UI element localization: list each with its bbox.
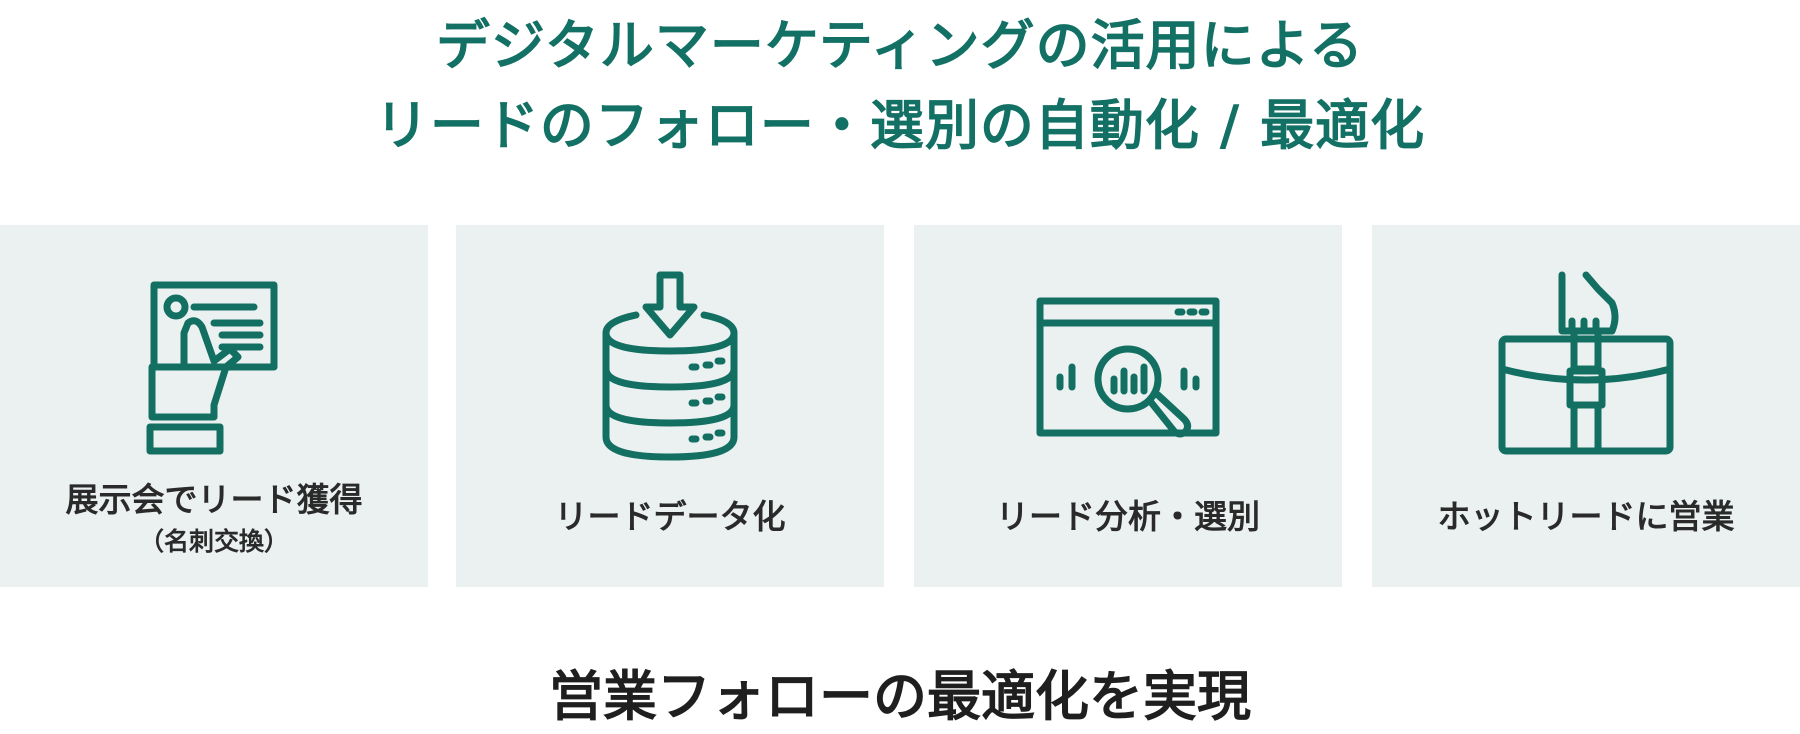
conclusion-text: 営業フォローの最適化を実現 xyxy=(549,665,1251,728)
headline-line-1: デジタルマーケティングの活用による xyxy=(436,14,1364,77)
step-card-lead-data: リードデータ化 xyxy=(456,225,884,587)
step-label: ホットリードに営業 xyxy=(1437,497,1735,536)
analytics-magnifier-icon xyxy=(1028,267,1228,467)
step-sublabel: （名刺交換） xyxy=(138,527,289,556)
step-card-lead-analysis: リード分析・選別 xyxy=(914,225,1342,587)
headline-line-2: リードのフォロー・選別の自動化 / 最適化 xyxy=(374,94,1426,157)
step-card-lead-acquisition: 展示会でリード獲得 （名刺交換） xyxy=(0,225,428,587)
step-label: リードデータ化 xyxy=(554,497,786,536)
database-download-icon xyxy=(570,267,770,467)
process-steps: 展示会でリード獲得 （名刺交換） リードデータ化 xyxy=(0,225,1800,587)
step-card-hot-lead-sales: ホットリードに営業 xyxy=(1372,225,1800,587)
hand-business-card-icon xyxy=(114,267,314,467)
briefcase-hand-icon xyxy=(1486,267,1686,467)
step-label: リード分析・選別 xyxy=(996,497,1260,536)
step-label: 展示会でリード獲得 xyxy=(65,480,363,519)
headline: デジタルマーケティングの活用による リードのフォロー・選別の自動化 / 最適化 xyxy=(0,6,1800,166)
